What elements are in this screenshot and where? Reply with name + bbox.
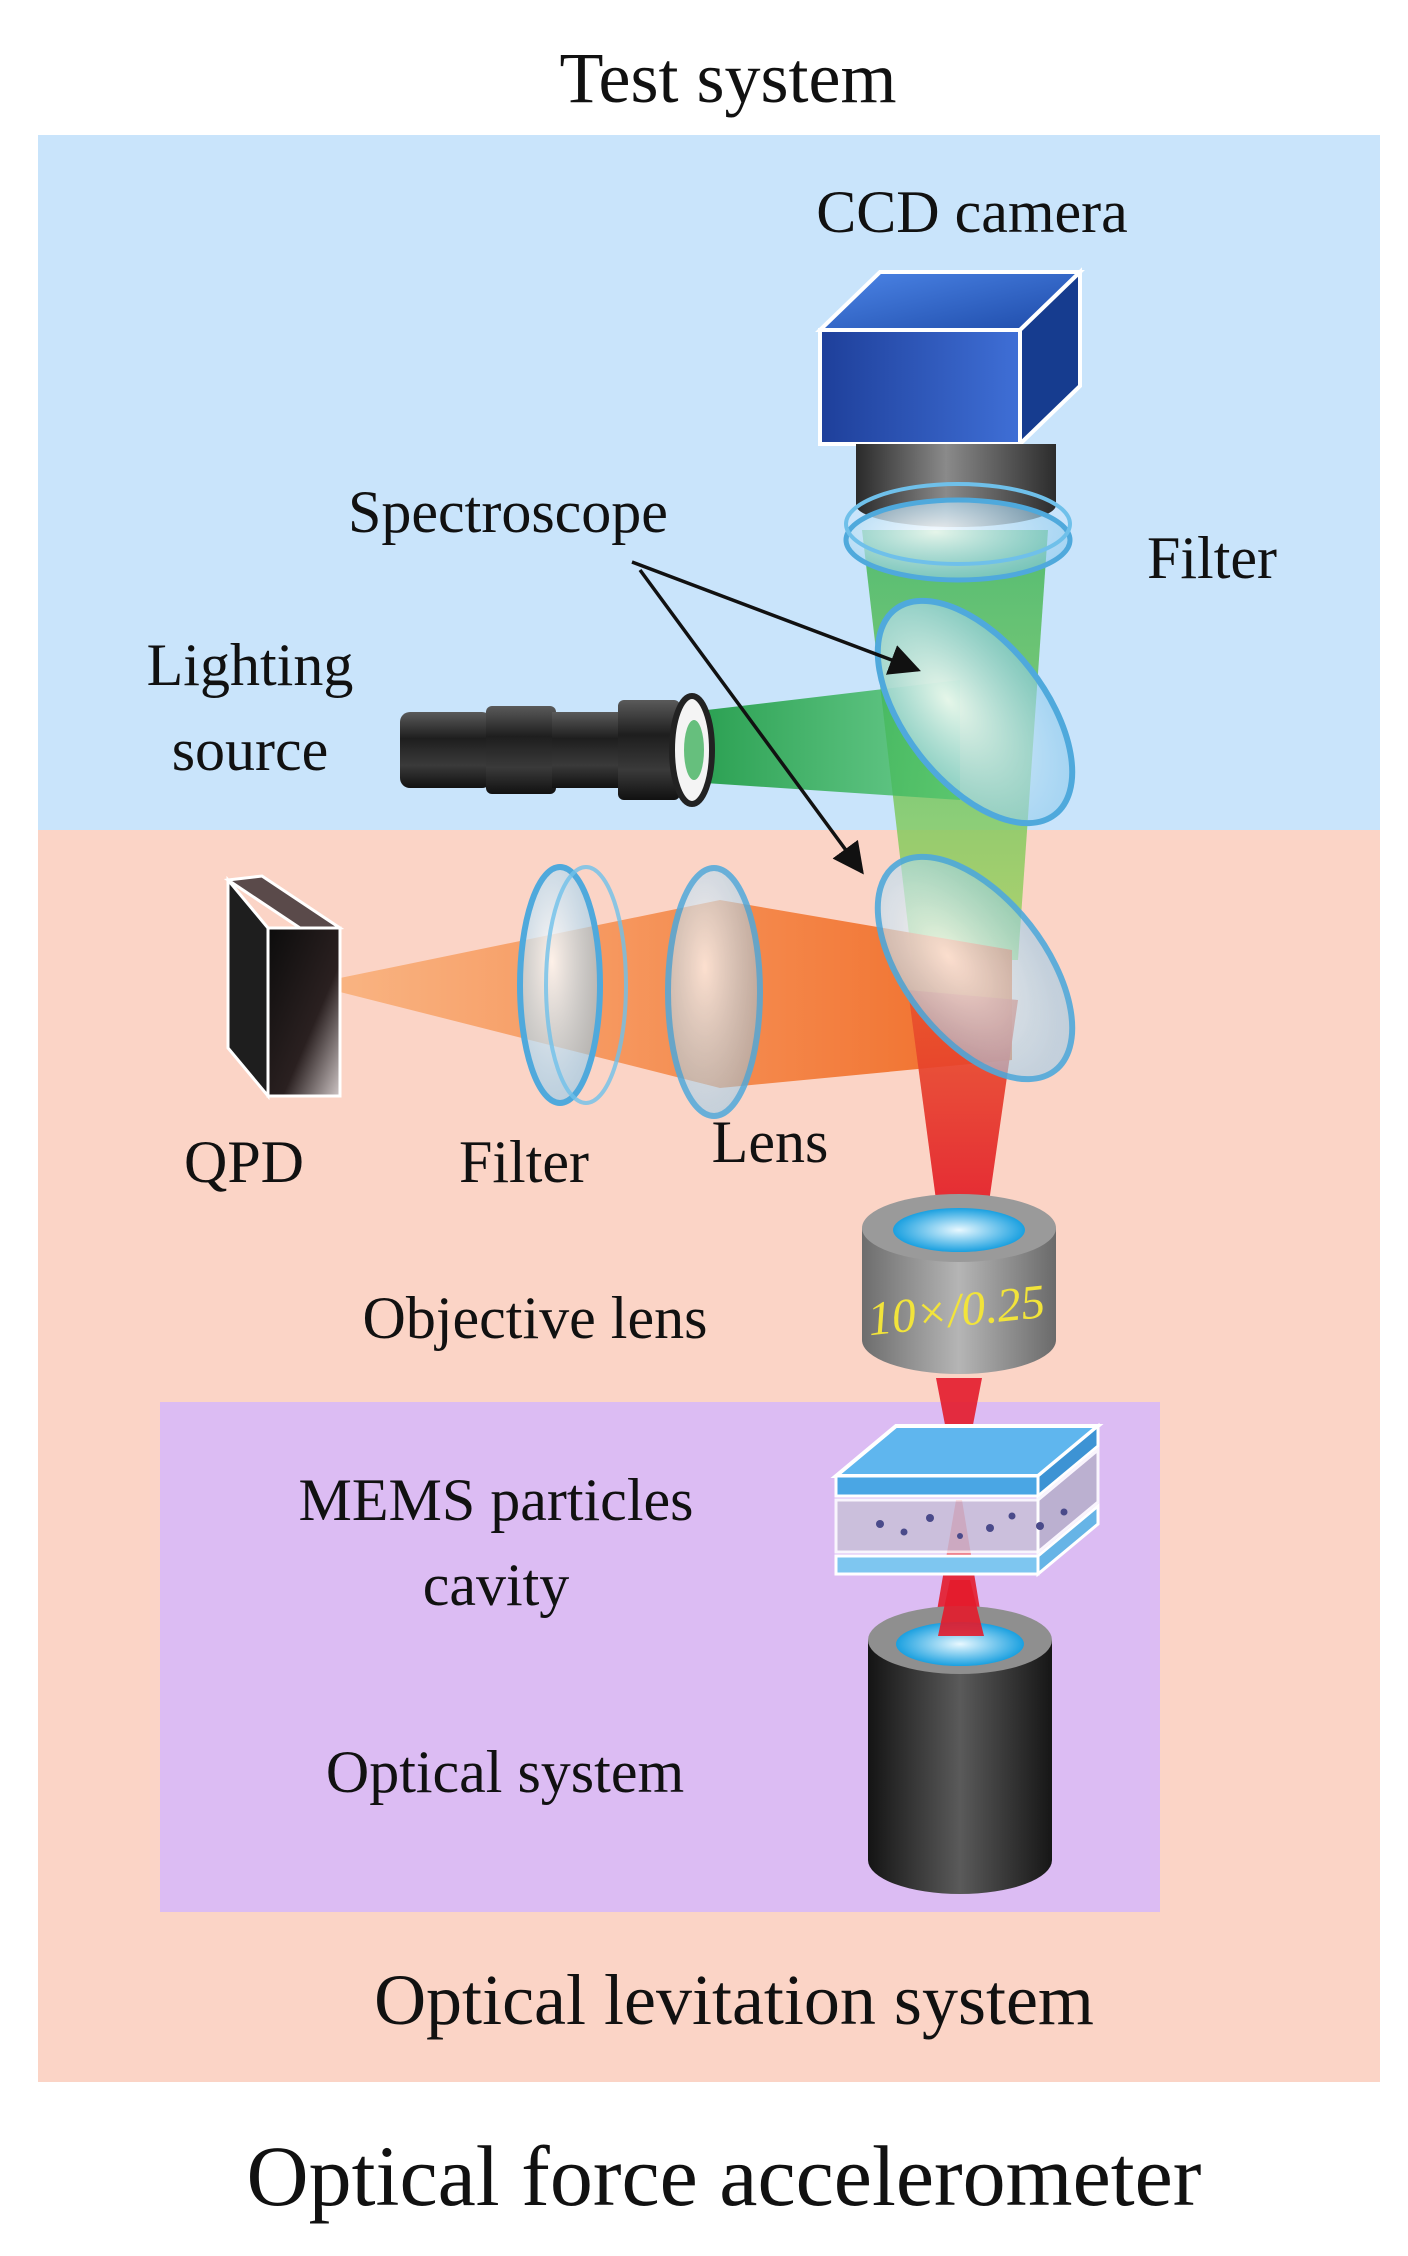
title-test-system: Test system	[560, 38, 897, 118]
title-optical-force-accelerometer: Optical force accelerometer	[247, 2128, 1202, 2224]
label-optical-levitation-system: Optical levitation system	[374, 1960, 1094, 2040]
label-ccd-camera: CCD camera	[816, 179, 1128, 245]
label-qpd: QPD	[184, 1129, 304, 1195]
spectroscope-arrow-upper	[631, 560, 921, 675]
label-lens: Lens	[712, 1109, 829, 1175]
optical-system-cylinder	[868, 1580, 1052, 1894]
filter-top	[843, 482, 1073, 583]
label-optical-system: Optical system	[326, 1739, 684, 1805]
label-filter-top: Filter	[1147, 525, 1277, 591]
spectroscope-lower	[874, 853, 1076, 1083]
label-spectroscope: Spectroscope	[348, 479, 668, 545]
spectroscope-arrow-lower	[638, 568, 864, 875]
label-lighting-source-line2: source	[172, 717, 329, 783]
filter-left	[517, 864, 628, 1106]
spectroscope-upper	[874, 597, 1076, 827]
objective-lens	[862, 1194, 1056, 1374]
label-objective-lens: Objective lens	[363, 1285, 708, 1351]
mems-particles-cavity	[830, 1422, 1104, 1578]
ccd-camera	[815, 267, 1085, 527]
lighting-source	[400, 693, 715, 807]
label-mems-line2: cavity	[423, 1552, 570, 1618]
qpd-detector	[223, 874, 345, 1101]
lens-left	[665, 865, 763, 1119]
label-mems-line1: MEMS particles	[299, 1467, 694, 1533]
label-lighting-source-line1: Lighting	[147, 632, 354, 698]
label-filter-left: Filter	[459, 1129, 589, 1195]
